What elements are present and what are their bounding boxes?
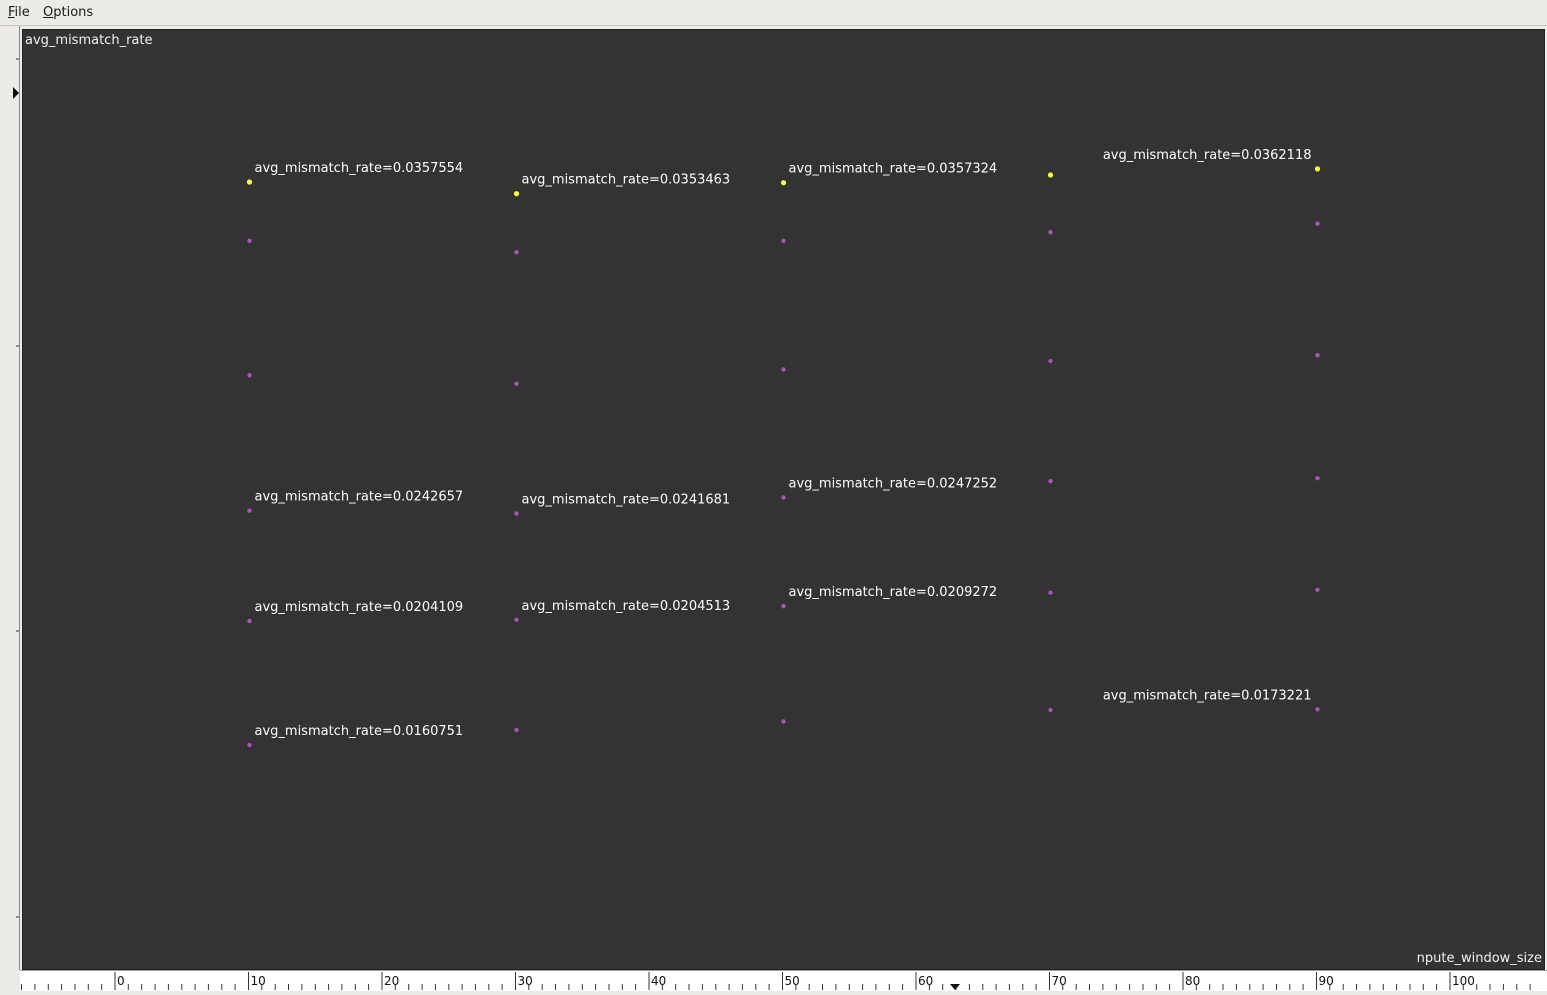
scatter-plot: avg_mismatch_rate=0.0357554 avg_mismatch_… — [246, 148, 1321, 748]
data-point-label: avg_mismatch_rate=0.0357324 — [789, 162, 998, 177]
data-point[interactable] — [781, 719, 786, 724]
data-point[interactable] — [1315, 221, 1320, 226]
x-axis-title: npute_window_size — [1416, 951, 1542, 966]
data-point[interactable] — [247, 742, 252, 748]
data-point[interactable] — [1048, 230, 1053, 235]
data-point[interactable] — [781, 495, 786, 500]
x-axis-ruler[interactable]: 0 10 20 30 40 50 60 70 80 90 100 — [20, 970, 1547, 991]
data-point[interactable] — [1315, 353, 1320, 358]
x-axis-ruler-svg: 0 10 20 30 40 50 60 70 80 90 100 — [21, 972, 1531, 990]
data-point-label: avg_mismatch_rate=0.0357554 — [255, 161, 464, 176]
data-point[interactable] — [247, 238, 252, 243]
data-point[interactable] — [1048, 590, 1053, 595]
data-point-label: avg_mismatch_rate=0.0242657 — [255, 490, 464, 505]
x-tick-label: 50 — [785, 974, 800, 988]
data-point-label: avg_mismatch_rate=0.0209272 — [789, 585, 998, 600]
menu-options-mnemonic: O — [43, 5, 54, 20]
data-point[interactable] — [1048, 478, 1053, 484]
menu-file-rest: ile — [14, 5, 30, 20]
data-point[interactable] — [247, 508, 252, 513]
data-point[interactable] — [514, 511, 519, 516]
x-tick-label: 30 — [518, 974, 533, 988]
data-point-label: avg_mismatch_rate=0.0173221 — [1103, 688, 1312, 703]
x-tick-label: 0 — [117, 974, 125, 988]
data-point[interactable] — [1315, 476, 1320, 481]
data-point-label: avg_mismatch_rate=0.0160751 — [255, 724, 464, 739]
x-tick-label: 40 — [651, 974, 666, 988]
data-point[interactable] — [1315, 707, 1320, 712]
data-point[interactable] — [246, 179, 253, 185]
data-point-label: avg_mismatch_rate=0.0362118 — [1103, 148, 1312, 163]
data-point[interactable] — [1048, 707, 1053, 713]
x-tick-label: 80 — [1185, 974, 1200, 988]
y-axis-ruler[interactable] — [0, 26, 20, 970]
data-point[interactable] — [513, 191, 520, 197]
data-point[interactable] — [247, 618, 252, 624]
data-point[interactable] — [514, 617, 519, 622]
data-point-label: avg_mismatch_rate=0.0204109 — [255, 600, 464, 615]
menu-file-mnemonic: F — [8, 5, 15, 20]
y-axis-ruler-svg — [13, 26, 20, 970]
data-point[interactable] — [1047, 172, 1054, 178]
x-tick-label: 10 — [251, 974, 266, 988]
data-point[interactable] — [514, 381, 519, 386]
data-point-label: avg_mismatch_rate=0.0204513 — [522, 599, 731, 614]
menu-file[interactable]: File — [8, 5, 30, 20]
data-point[interactable] — [781, 604, 786, 609]
data-point[interactable] — [780, 180, 787, 186]
menu-options[interactable]: Options — [43, 5, 93, 20]
x-tick-label: 90 — [1319, 974, 1334, 988]
data-point[interactable] — [781, 367, 786, 372]
x-tick-label: 70 — [1052, 974, 1067, 988]
y-axis-title: avg_mismatch_rate — [25, 33, 153, 48]
x-tick-label: 60 — [918, 974, 933, 988]
data-point[interactable] — [514, 250, 519, 255]
data-point[interactable] — [1048, 358, 1053, 364]
menu-options-rest: ptions — [53, 5, 94, 20]
x-ruler-marker-icon[interactable] — [950, 984, 960, 990]
data-point[interactable] — [1315, 587, 1320, 592]
y-ruler-marker-icon[interactable] — [13, 87, 19, 99]
data-point-label: avg_mismatch_rate=0.0353463 — [522, 173, 731, 188]
data-point[interactable] — [514, 727, 519, 733]
data-point-label: avg_mismatch_rate=0.0247252 — [789, 477, 998, 492]
plot-area[interactable]: avg_mismatch_rate avg_mismatch_rate=0.03… — [22, 29, 1545, 970]
x-tick-label: 20 — [384, 974, 399, 988]
data-point-label: avg_mismatch_rate=0.0241681 — [522, 493, 731, 508]
menubar: File Options — [0, 0, 1547, 26]
data-point[interactable] — [1314, 166, 1321, 172]
x-tick-label: 100 — [1452, 974, 1475, 988]
data-point[interactable] — [781, 238, 786, 243]
data-point[interactable] — [247, 373, 252, 378]
